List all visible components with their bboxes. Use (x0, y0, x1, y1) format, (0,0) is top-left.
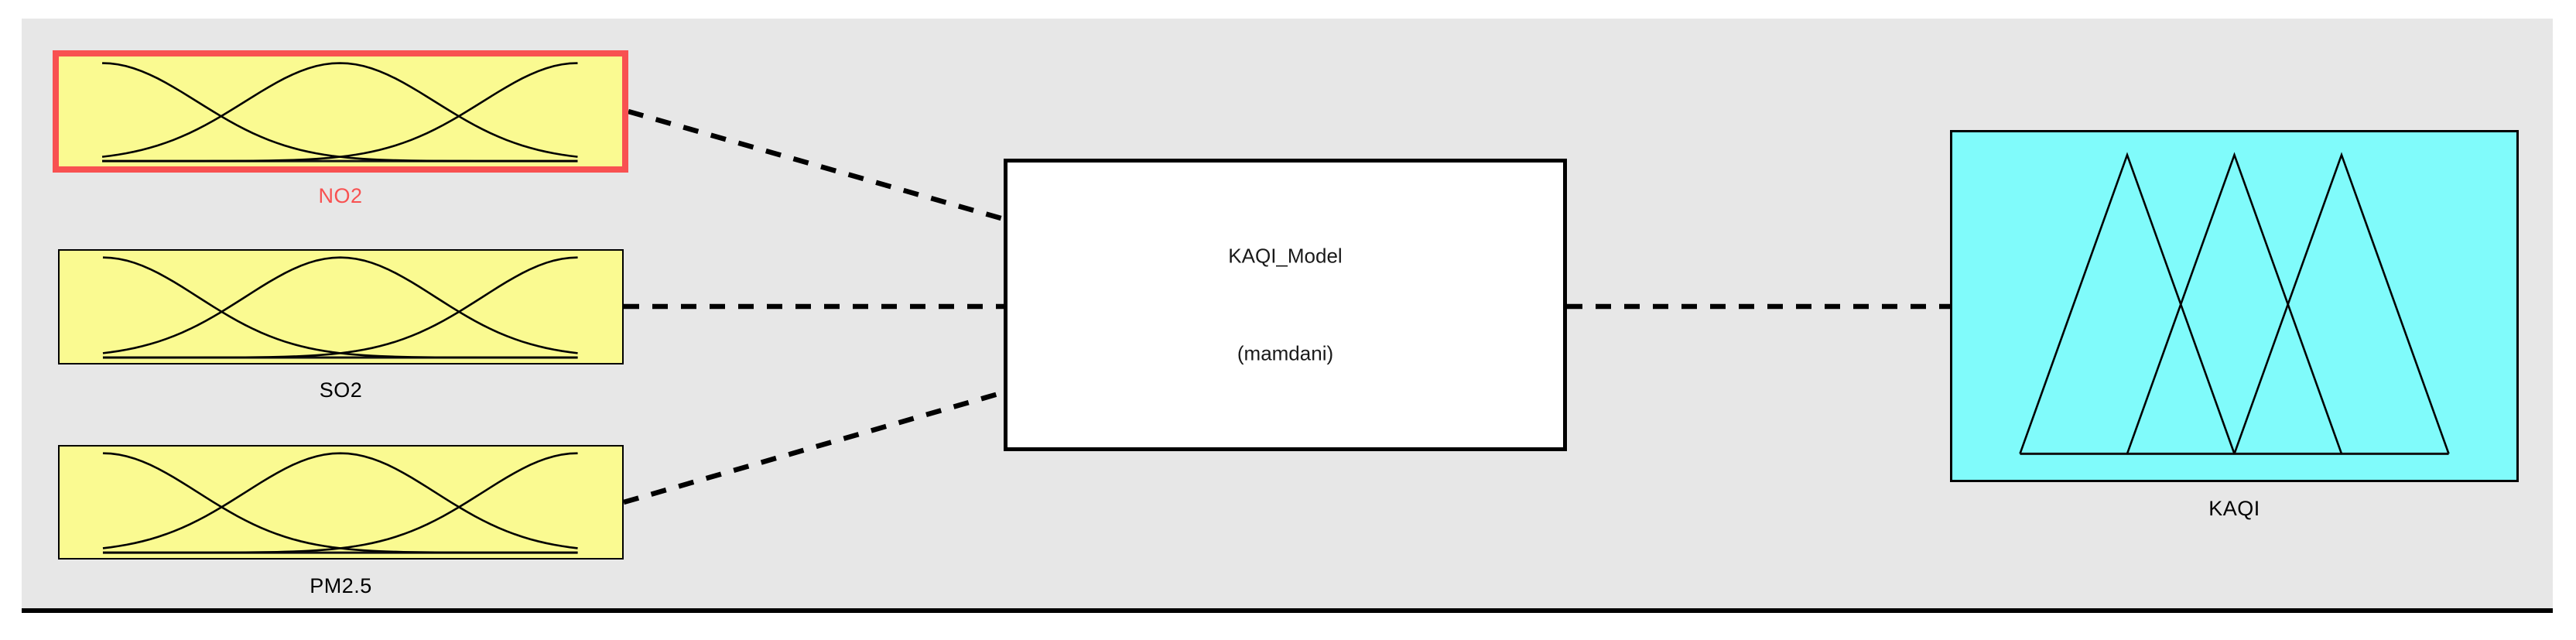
output-block-kaqi[interactable] (1950, 130, 2519, 482)
pm25-mf-plot (60, 447, 622, 558)
input-block-so2[interactable] (58, 249, 624, 364)
system-block[interactable]: KAQI_Model (mamdani) (1004, 159, 1567, 451)
so2-mf-plot (60, 251, 622, 363)
input-block-no2[interactable] (53, 50, 628, 173)
input-label-no2: NO2 (318, 184, 363, 207)
system-type: (mamdani) (1237, 341, 1334, 365)
kaqi-mf-plot (1952, 132, 2516, 480)
system-name: KAQI_Model (1228, 244, 1343, 268)
input-label-pm25: PM2.5 (310, 574, 372, 597)
input-label-so2: SO2 (319, 378, 363, 402)
diagram-panel: NO2 SO2 PM2.5 KAQI_Model (mamdani) KAQI (22, 19, 2553, 613)
input-block-pm25[interactable] (58, 445, 624, 560)
output-label-kaqi: KAQI (2208, 497, 2260, 520)
no2-mf-plot (59, 56, 622, 166)
